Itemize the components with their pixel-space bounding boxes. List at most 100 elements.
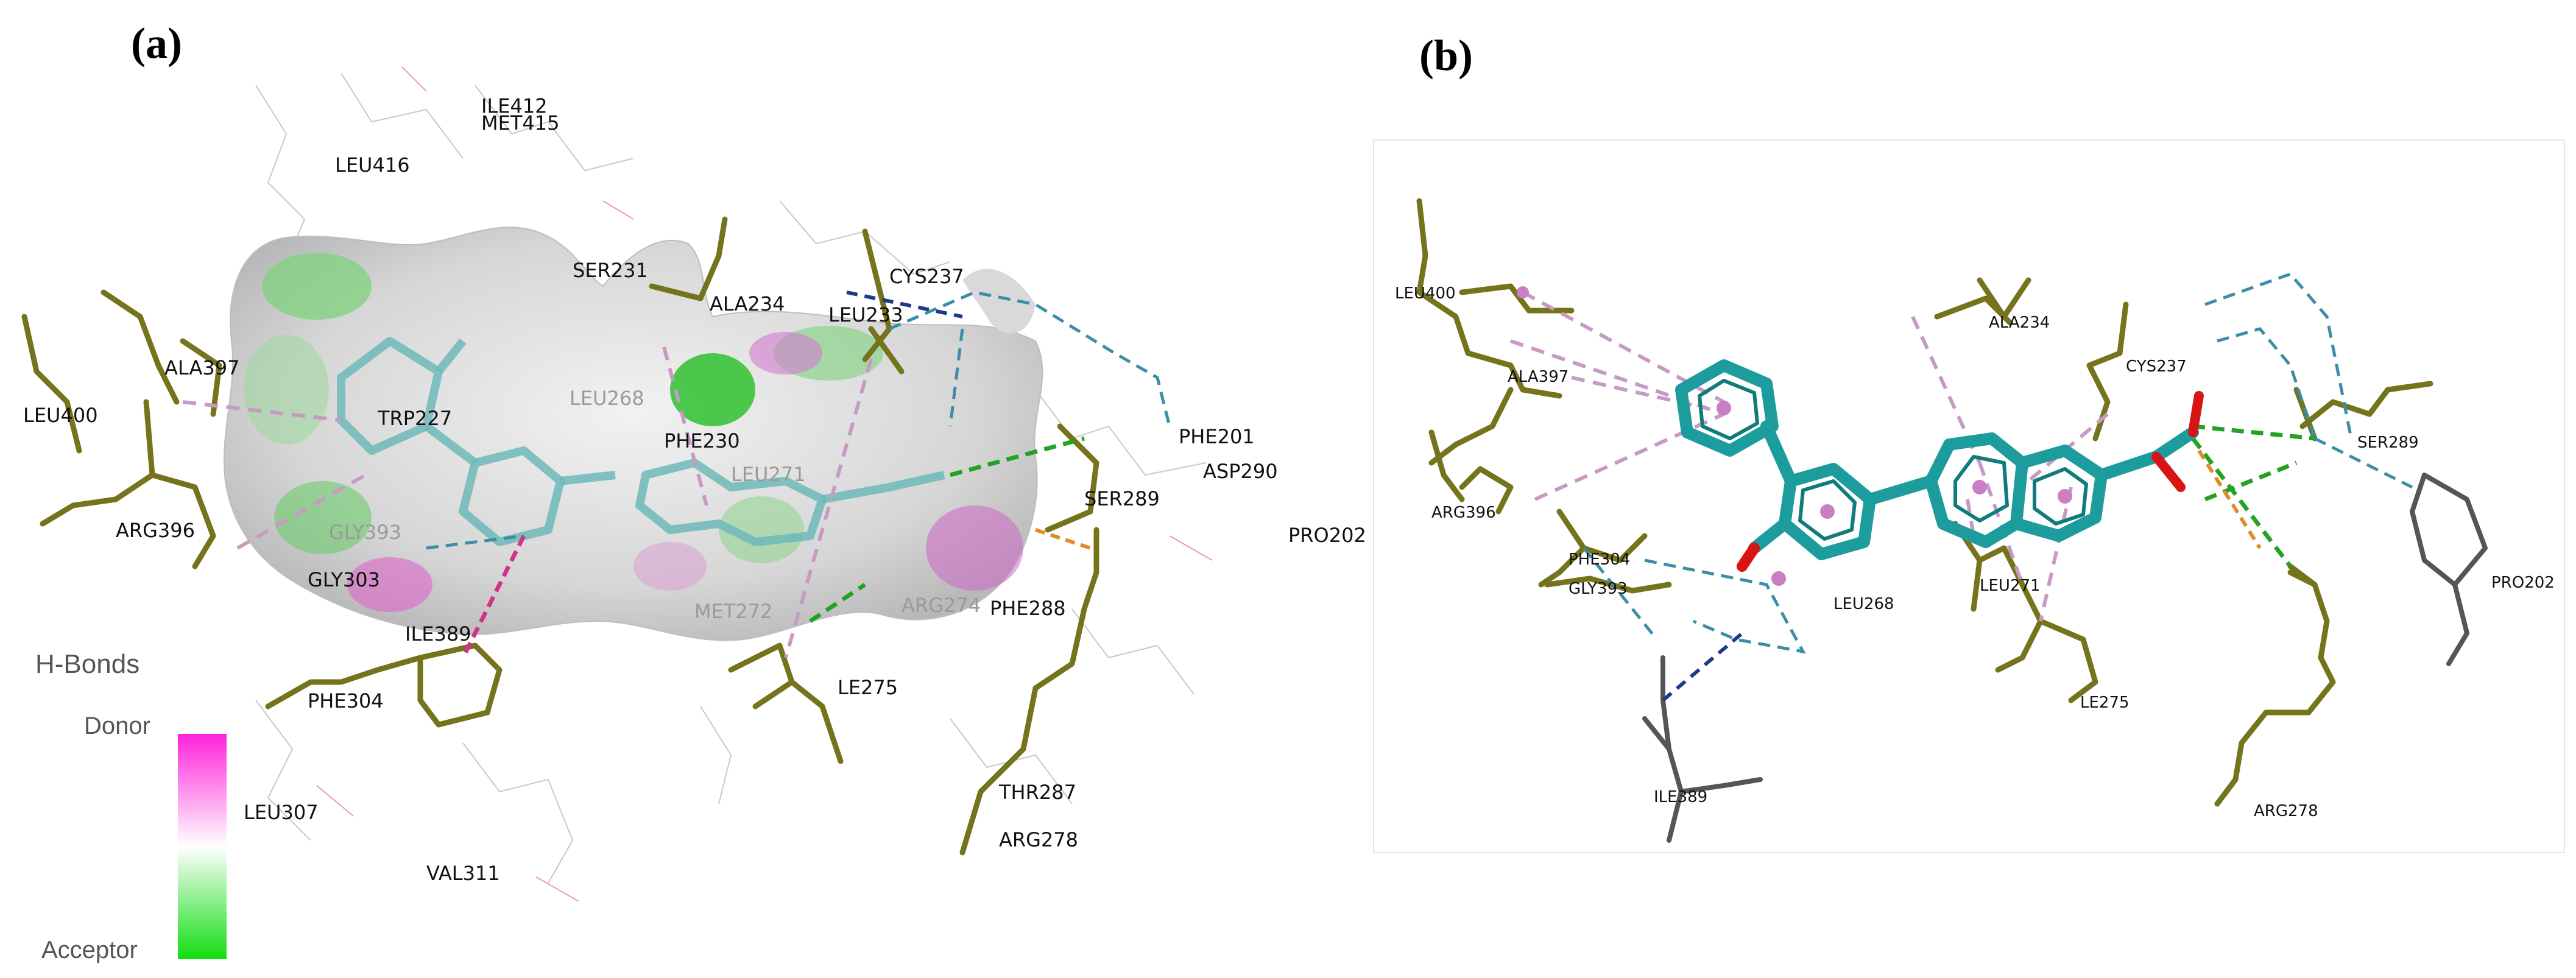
donor-patch [926, 505, 1023, 591]
label-b-phe304: PHE304 [1569, 551, 1630, 569]
residue-stick [40, 399, 155, 527]
residue-stick [1459, 283, 1575, 314]
ligand-oxygen [2151, 452, 2186, 492]
residue-stick [1995, 582, 2044, 673]
label-gly303: GLY303 [308, 568, 380, 591]
label-gly393-faint: GLY393 [329, 521, 401, 544]
thin-line [401, 66, 427, 92]
thin-line [341, 72, 464, 159]
residue-stick [265, 655, 423, 709]
thin-line [1169, 535, 1213, 561]
legend-color-bar [178, 734, 227, 959]
ligand-oxygen [1737, 543, 1760, 572]
acceptor-patch [274, 481, 372, 554]
legend-title: H-Bonds [35, 649, 139, 679]
panel-b-centroids [1517, 286, 2072, 586]
residue-stick [728, 642, 844, 764]
ligand-bond [1760, 420, 1797, 487]
label-b-cys237: CYS237 [2126, 357, 2187, 376]
carbon-hbond [2217, 327, 2317, 439]
label-leu307: LEU307 [244, 801, 319, 824]
label-ala397: ALA397 [164, 356, 239, 379]
residue-stick [21, 314, 82, 454]
panel-b-letter: (b) [1419, 31, 1473, 80]
hbond-interaction [809, 583, 866, 623]
residue-stick [1977, 277, 2031, 320]
panel-a-labels: ILE412 MET415 LEU416 SER231 CYS237 ALA23… [23, 94, 1366, 885]
label-b-pro202: PRO202 [2491, 574, 2555, 592]
label-met272-faint: MET272 [694, 600, 772, 623]
carbon-hbond [846, 290, 963, 318]
hbond-interaction [2192, 424, 2315, 441]
hbond-interaction [950, 436, 1085, 477]
residue-stick [959, 527, 1099, 856]
thin-line [1035, 389, 1207, 476]
hbond-interaction [461, 535, 526, 659]
label-phe304: PHE304 [308, 689, 384, 712]
label-arg278: ARG278 [999, 828, 1078, 851]
label-ala234: ALA234 [710, 292, 785, 315]
label-thr287: THR287 [998, 781, 1076, 804]
label-b-ile389: ILE389 [1654, 788, 1707, 806]
hbond-interaction [2191, 437, 2292, 568]
residue-stick [2299, 381, 2433, 429]
residue-stick [1642, 716, 1671, 751]
thin-line [255, 85, 306, 262]
residue-stick [2214, 569, 2336, 807]
label-b-leu400: LEU400 [1395, 284, 1456, 303]
panel-b-grey-sticks [1642, 473, 2488, 843]
label-arg396: ARG396 [116, 519, 195, 542]
label-ser289: SER289 [1084, 487, 1160, 510]
ligand-bond [435, 338, 467, 375]
ligand-tail [821, 471, 945, 504]
ligand-ring-inner [2033, 467, 2088, 526]
residue-stick [649, 216, 728, 301]
proline-ring [2410, 473, 2488, 587]
carbon-hbond [948, 328, 964, 427]
panel-a-letter: (a) [131, 19, 182, 68]
hbond-interaction [2204, 460, 2298, 502]
thin-line [1071, 608, 1194, 695]
residue-stick [752, 679, 795, 709]
label-asp290: ASP290 [1203, 460, 1278, 483]
ligand-acid-bond [2095, 426, 2199, 481]
label-b-leu268: LEU268 [1833, 595, 1894, 613]
salt-bridge [1035, 528, 1091, 550]
donor-patch [633, 542, 707, 591]
label-leu416: LEU416 [335, 153, 410, 177]
label-arg274-faint: ARG274 [902, 594, 981, 617]
pi-interaction [1522, 290, 1725, 404]
ligand-ring-inner [1698, 379, 1759, 440]
pi-centroid [1820, 504, 1835, 519]
label-b-le275: LE275 [2080, 694, 2130, 712]
donor-patch [347, 557, 432, 612]
hbond-legend: H-Bonds Donor Acceptor [35, 649, 227, 963]
surface-lobe [962, 269, 1036, 334]
label-leu400: LEU400 [23, 404, 98, 427]
ligand-bond [560, 471, 616, 485]
label-b-leu271: LEU271 [1980, 577, 2041, 595]
pi-interaction [784, 359, 873, 658]
residue-stick [868, 326, 905, 375]
ligand-naphthalene [635, 459, 827, 546]
panel-b: (b) [1373, 31, 2565, 853]
residue-stick [2038, 618, 2098, 703]
label-met415: MET415 [481, 111, 559, 135]
thin-line [255, 700, 311, 841]
carbon-hbond [1583, 547, 1658, 641]
residue-stick [1538, 508, 1587, 588]
panel-b-labels: LEU400 ALA234 CYS237 ALA397 SER289 ARG39… [1395, 284, 2555, 820]
residue-stick [2287, 563, 2318, 588]
residue-stick [1459, 466, 1514, 515]
pi-centroid [2058, 489, 2072, 504]
carbon-hbond [1662, 631, 1743, 702]
residue-stick [2446, 582, 2469, 666]
label-ile389: ILE389 [405, 622, 471, 646]
thin-line [475, 85, 634, 172]
pi-centroid [1771, 571, 1786, 586]
ligand-bond [2010, 457, 2028, 530]
acceptor-patch [262, 253, 372, 320]
label-b-ala397: ALA397 [1508, 368, 1569, 386]
residue-stick [1581, 533, 1648, 563]
